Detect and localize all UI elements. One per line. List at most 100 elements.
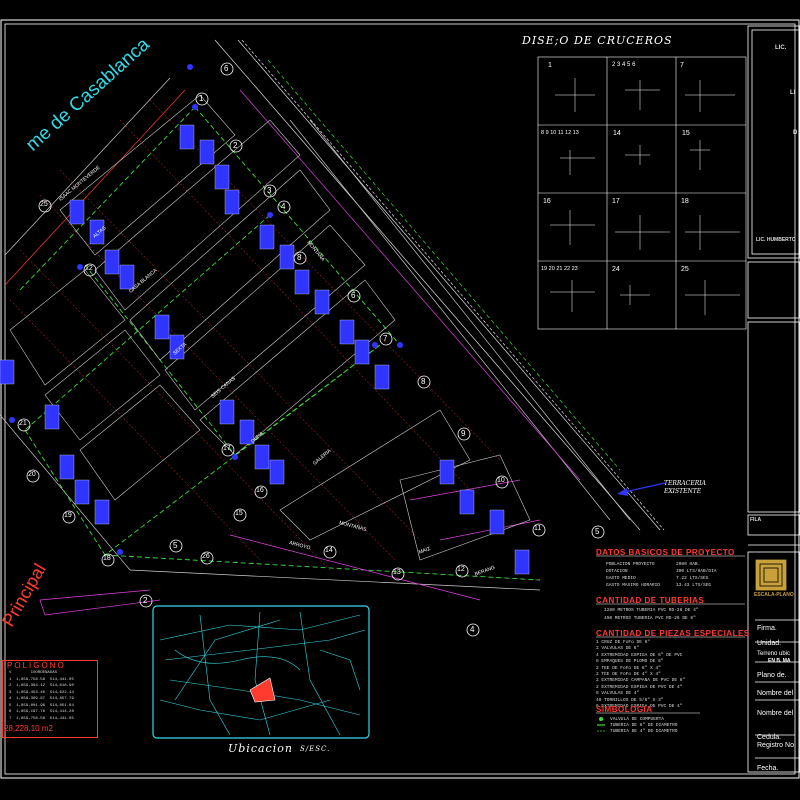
node-label: 25	[40, 201, 48, 208]
node-label: 7	[383, 334, 388, 343]
datos-row: DOTACION	[606, 569, 628, 574]
piezas-title: CANTIDAD DE PIEZAS ESPECIALES	[596, 629, 750, 638]
node-label: 14	[325, 547, 333, 554]
tb-field: Nombre del	[757, 690, 794, 697]
node-label: 20	[28, 471, 36, 478]
tb-top-line: LIC.	[775, 45, 787, 51]
ubicacion-map	[152, 605, 370, 739]
crucero-ids: 16	[543, 198, 551, 205]
crucero-ids: 1	[548, 62, 552, 69]
tuberia-row: 450 METROS TUBERIA PVC RD-26 DE 6"	[604, 616, 696, 621]
crucero-ids-group: 19 20 21 22 23	[541, 266, 578, 272]
node-label: 5	[173, 541, 178, 550]
poligono-row: 5 1,859,001.96 514,851.64	[9, 703, 74, 708]
site-plan	[0, 39, 666, 616]
simbologia-markers	[597, 717, 605, 732]
node-label: 4	[470, 625, 475, 634]
node-label: 2	[143, 596, 148, 605]
node-label: 21	[19, 420, 27, 427]
crucero-ids-group: 2 3 4 5 6	[612, 62, 636, 68]
ubicacion-title: Ubicacion	[228, 742, 293, 755]
datos-row: POBLACION PROYECTO	[606, 562, 655, 567]
poligono-title: POLIGONO	[7, 661, 66, 670]
node-label: 18	[103, 555, 111, 562]
node-label: 26	[202, 553, 210, 560]
node-label: 8	[297, 253, 302, 262]
datos-row: GASTO MAXIMO HORARIO	[606, 583, 661, 588]
pieza-row: 2 VALVULAS DE 6"	[596, 646, 640, 652]
tb-field: Terreno ubic	[757, 651, 791, 657]
node-label: 17	[223, 445, 231, 452]
pieza-row: 6 EXTREMIDAD ESPIGA DE PVC DE 4"	[596, 703, 683, 709]
pieza-row: 4 EXTREMIDAD ESPIGA DE 6" DE PVC	[596, 652, 683, 658]
node-label: 3	[267, 186, 272, 195]
node-label: 1	[199, 94, 204, 103]
pieza-row: 2 EXTREMIDAD ESPIGA DE PVC DE 4"	[596, 684, 683, 690]
node-label: 16	[256, 487, 264, 494]
tuberias-title: CANTIDAD DE TUBERIAS	[596, 596, 705, 605]
node-label: 8	[421, 377, 426, 386]
tb-field: Unidad.	[757, 640, 782, 647]
poligono-header: V COORDENADAS	[9, 671, 58, 675]
node-label: 11	[534, 525, 542, 532]
crucero-ids: 25	[681, 266, 689, 273]
tb-logo-text: ESCALA-PLANO	[754, 592, 794, 598]
simbologia-title: SIMBOLOGIA	[596, 705, 653, 714]
tb-field: Fecha.	[757, 765, 779, 772]
simbologia-row: TUBERIA DE 6" DE DIAMETRO	[610, 723, 678, 728]
tb-field: Cedula.	[757, 734, 782, 741]
node-label: 19	[64, 512, 72, 519]
poligono-row: 7 1,859,758.58 514,441.05	[9, 716, 74, 721]
crucero-ids: 15	[682, 130, 690, 137]
poligono-table: POLIGONO V COORDENADAS 1 1,859,758.58 51…	[2, 660, 98, 738]
datos-row: 13.43 LTS/SEG	[676, 583, 712, 588]
pieza-row: 1 CRUZ DE FoFo DE 6"	[596, 640, 651, 645]
pieza-row: 2 TEE DE FoFo DE 6" X 4"	[596, 665, 661, 671]
poligono-row: 4 1,859,309.87 514,857.79	[9, 697, 74, 701]
crucero-ids: 14	[613, 130, 621, 137]
crucero-ids-group: 8 9 10 11 12 13	[541, 130, 579, 136]
crucero-ids: 24	[612, 266, 620, 273]
node-label: 12	[457, 566, 465, 573]
poligono-row: 6 1,859,197.76 514,414.28	[9, 710, 74, 714]
cruceros-title: DISE;O DE CRUCEROS	[522, 34, 673, 47]
node-label: 15	[235, 510, 243, 517]
poligono-row: 1 1,859,758.58 514,441.05	[9, 677, 74, 682]
node-label: 13	[393, 569, 401, 576]
crucero-ids: 17	[612, 198, 620, 205]
crucero-ids: 7	[680, 62, 684, 69]
pieza-row: 2 TEE DE FoFo DE 4" X 4"	[596, 671, 661, 677]
poligono-row: 2 1,859,394.12 514,618.90	[9, 684, 74, 688]
datos-title: DATOS BASICOS DE PROYECTO	[596, 548, 735, 557]
tb-field: Firma.	[757, 625, 777, 632]
crucero-ids: 18	[681, 198, 689, 205]
pieza-row: 6 EMPAQUES DE PLOMO DE 6"	[596, 659, 664, 665]
terraceria-label: TERRACERIA EXISTENTE	[664, 480, 706, 495]
title-block	[747, 25, 800, 773]
tb-field: EN B. MA	[768, 658, 791, 664]
tb-top-line: LIC. HUMBERTO	[756, 237, 796, 243]
tb-field: Nombre del	[757, 710, 794, 717]
node-label: 6	[224, 64, 229, 73]
simbologia-row: TUBERIA DE 4" DE DIAMETRO	[610, 729, 678, 734]
node-label: 6	[351, 291, 356, 300]
node-label: 9	[461, 429, 466, 438]
tb-field: Registro No.	[757, 742, 796, 749]
node-label: 2	[233, 141, 238, 150]
datos-row: 7.22 LTS/SEG	[676, 576, 709, 581]
poligono-area: 28,228.10 m2	[4, 724, 53, 733]
simbologia-row: VALVULA DE COMPUERTA	[610, 717, 665, 722]
node-label: 22	[85, 265, 93, 272]
tb-top-line: D	[793, 130, 798, 136]
pieza-row: 40 TORNILLOS DE 5/8" X 3"	[596, 697, 664, 703]
node-markers	[17, 62, 605, 637]
datos-row: 300 LTS/HAB/DIA	[676, 569, 717, 574]
node-label: 4	[281, 202, 286, 211]
tuberia-row: 1280 METROS TUBERIA PVC RD-26 DE 4"	[604, 608, 699, 613]
tb-fila: FILA	[750, 517, 762, 523]
node-label: 10	[497, 477, 505, 484]
tb-top-line: LI	[790, 90, 796, 96]
poligono-row: 3 1,859,453.40 514,622.44	[9, 690, 74, 695]
datos-row: GASTO MEDIO	[606, 576, 636, 581]
